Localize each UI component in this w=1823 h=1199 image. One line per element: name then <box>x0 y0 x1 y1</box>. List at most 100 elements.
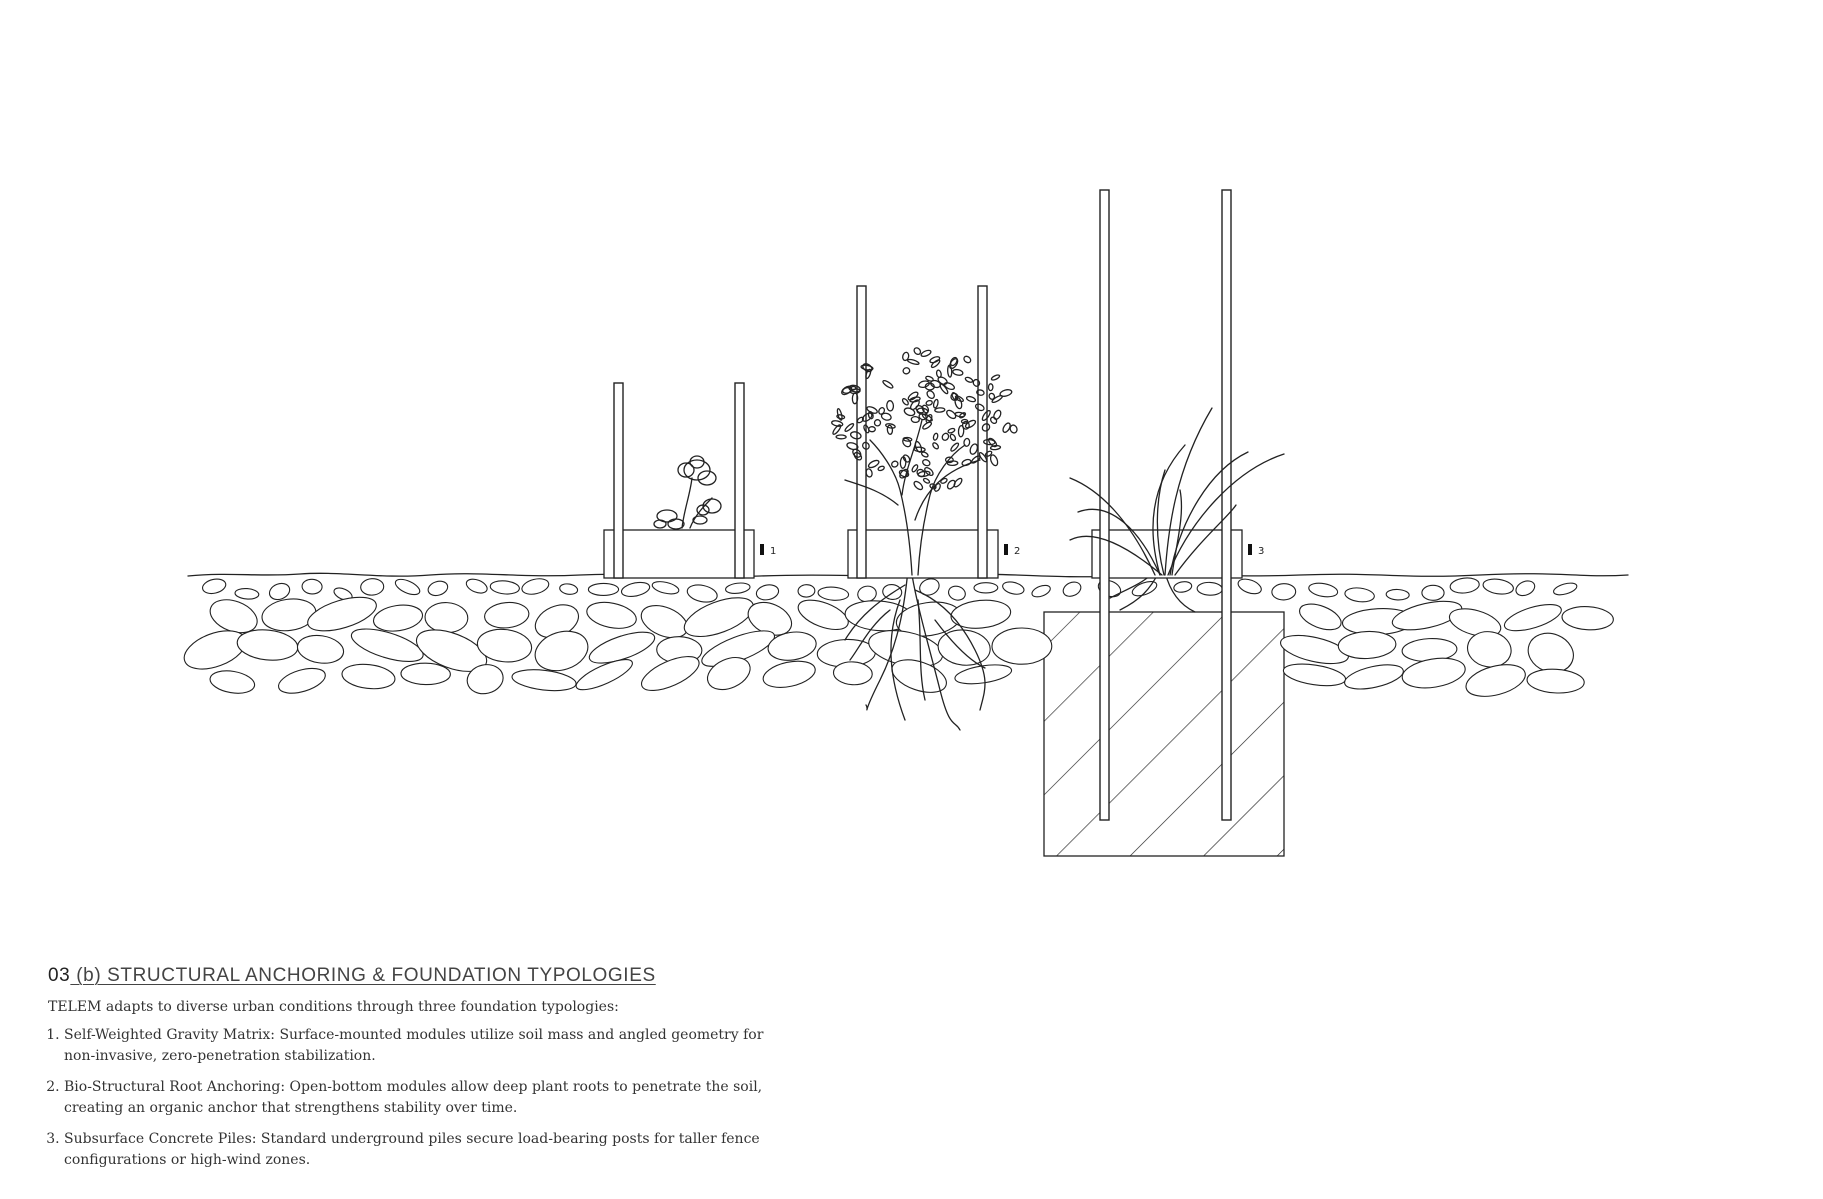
leaf <box>886 424 894 435</box>
leaf <box>929 356 941 364</box>
post-3b <box>1221 189 1232 821</box>
rock <box>767 631 817 661</box>
leaf <box>853 451 863 461</box>
leaf <box>952 368 964 376</box>
leaf <box>988 392 996 400</box>
post-1a <box>613 382 624 579</box>
tag-3-label: 3 <box>1258 546 1264 557</box>
rock <box>1553 582 1578 596</box>
leaf <box>902 351 910 362</box>
leaf <box>878 407 886 415</box>
rock <box>762 660 816 688</box>
leaf <box>950 442 960 452</box>
leaf <box>861 441 870 450</box>
root-system <box>844 569 986 731</box>
leaf <box>913 480 924 491</box>
leaf <box>924 382 935 391</box>
leaf <box>934 407 946 413</box>
leaf <box>849 431 862 440</box>
leaf <box>937 376 948 385</box>
leaf <box>913 446 926 453</box>
leaf <box>860 364 874 371</box>
leaf <box>922 459 931 467</box>
rock <box>1337 630 1397 660</box>
leaf <box>886 400 895 412</box>
leaf <box>965 395 977 403</box>
leaf <box>836 414 846 420</box>
rock <box>1196 581 1223 596</box>
rock <box>620 581 651 597</box>
rock <box>261 598 317 632</box>
leaf <box>946 479 956 490</box>
leaf <box>930 359 941 369</box>
leaf <box>984 450 993 457</box>
rock <box>202 578 227 595</box>
leaf <box>954 396 963 410</box>
typology-item-2: Bio-Structural Root Anchoring: Open-bott… <box>64 1077 768 1119</box>
caption-block: 03 (b) STRUCTURAL ANCHORING & FOUNDATION… <box>48 965 768 1181</box>
rock <box>1385 588 1410 601</box>
rock <box>817 586 850 601</box>
rock <box>1515 580 1536 597</box>
leaf <box>913 347 922 356</box>
planter-box-1 <box>603 529 755 579</box>
rock <box>797 584 816 598</box>
leaf <box>976 389 985 396</box>
rock <box>1421 584 1445 601</box>
post-1b <box>734 382 745 579</box>
leaf <box>891 460 899 468</box>
leaf <box>916 468 926 478</box>
leaf <box>910 415 920 424</box>
leaf <box>831 420 844 427</box>
leaf <box>990 374 1001 381</box>
rock <box>950 599 1012 629</box>
post-2b <box>977 285 988 579</box>
leaf <box>925 375 934 382</box>
rock <box>1561 606 1614 631</box>
caption-number: 03 <box>48 965 71 986</box>
rock <box>394 578 421 596</box>
rock <box>575 659 633 691</box>
rock <box>307 596 377 632</box>
leaf <box>993 409 1002 420</box>
leaf <box>926 390 935 400</box>
leaf <box>922 421 933 430</box>
concrete-pile <box>1043 611 1285 857</box>
rock <box>919 578 940 596</box>
leaf <box>932 432 939 441</box>
rock <box>1503 603 1562 632</box>
leaf <box>941 432 950 441</box>
post-3a <box>1099 189 1110 821</box>
leaf <box>989 416 998 425</box>
rock <box>755 584 780 601</box>
rock <box>1308 582 1339 598</box>
leaf <box>865 368 872 380</box>
leaf <box>867 459 880 469</box>
leaf <box>914 440 923 453</box>
leaf <box>903 407 916 417</box>
leaf <box>929 483 937 490</box>
rock <box>427 580 449 597</box>
leaf <box>907 391 919 401</box>
rock <box>588 631 656 664</box>
rock <box>534 630 589 672</box>
aggregate-layer <box>183 577 1614 697</box>
leaf <box>972 378 981 387</box>
rock <box>234 587 260 600</box>
leaf <box>915 404 925 414</box>
rock <box>651 581 680 595</box>
leaf <box>835 434 847 440</box>
rock <box>587 582 620 596</box>
leaf <box>1002 422 1011 433</box>
typology-item-3: Subsurface Concrete Piles: Standard unde… <box>64 1129 768 1171</box>
rock <box>1391 600 1463 631</box>
rock <box>1448 608 1502 637</box>
leaf <box>1009 424 1018 434</box>
rock <box>1031 584 1051 598</box>
leaf <box>932 398 939 409</box>
leaf <box>947 427 956 434</box>
leaf <box>873 419 882 427</box>
caption-heading: (b) STRUCTURAL ANCHORING & FOUNDATION TY… <box>70 965 656 986</box>
leaf <box>844 423 855 432</box>
